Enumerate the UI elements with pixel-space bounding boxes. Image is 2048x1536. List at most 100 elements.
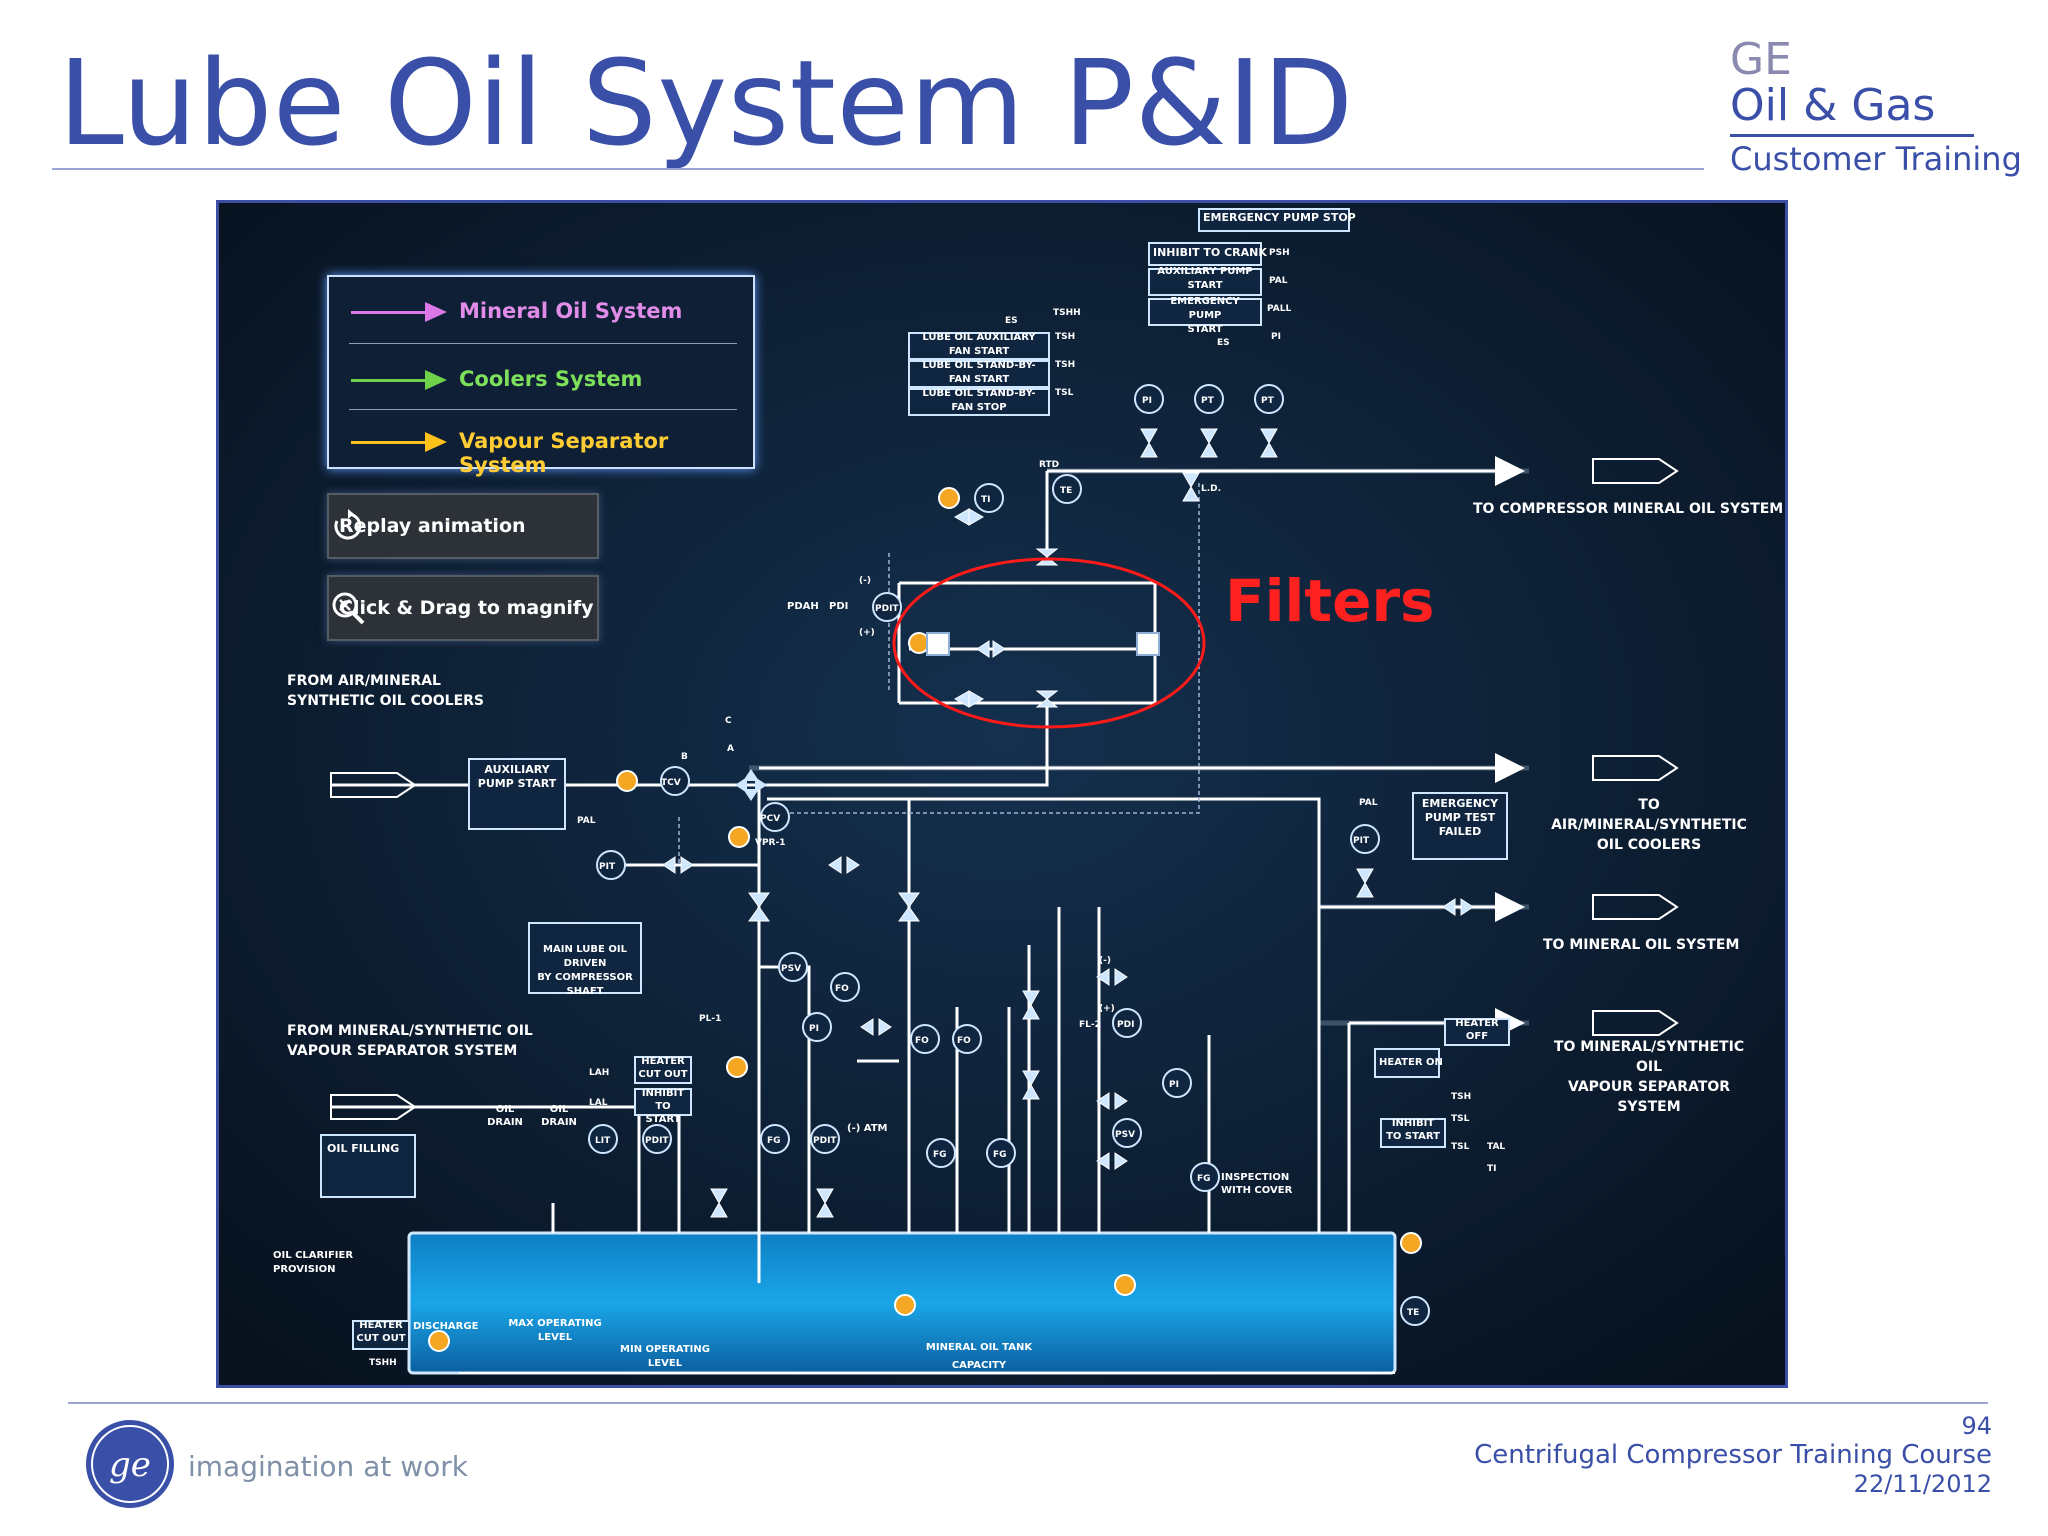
tag-pi-right: PI [1169,1080,1179,1090]
replay-animation-button[interactable]: Replay animation [327,493,599,559]
tag-pal-right: PAL [1359,798,1378,808]
label-from-vapour: FROM MINERAL/SYNTHETIC OIL VAPOUR SEPARA… [287,1023,533,1059]
tag-pl: PL-1 [699,1014,722,1024]
filters-annotation: Filters [1225,567,1435,635]
ge-logo-icon: ge [86,1420,174,1508]
tag-fo-1: FO [835,984,849,994]
atm-label: (-) ATM [847,1123,888,1134]
legend-item-coolers: Coolers System [351,361,731,401]
label-to-compressor: TO COMPRESSOR MINERAL OIL SYSTEM [1473,501,1784,517]
tag-tsh-fan: TSH [1055,332,1076,342]
arrow-icon [425,370,447,390]
title-divider [52,168,1704,170]
tag-psh: PSH [1269,248,1290,258]
heater-on: HEATER ON [1379,1057,1443,1068]
pid-diagram-panel[interactable]: Mineral Oil System Coolers System Vapour… [216,200,1788,1388]
tag-pdi-right: PDI [1117,1020,1135,1030]
slide-number: 94 [1961,1412,1992,1440]
tag-lal: LAL [589,1098,608,1108]
brand-divider [1730,134,1974,137]
tag-pal-left: PAL [577,816,596,826]
tag-ti-right: TI [1487,1164,1497,1174]
tag-ld: L.D. [1201,484,1222,494]
tag-tal: TAL [1487,1142,1506,1152]
tag-pit: PIT [599,862,616,872]
filter-left [926,632,950,656]
filters-highlight [892,557,1206,729]
tag-pi: PI [1142,396,1152,406]
oil-filling: OIL FILLING [327,1142,400,1155]
tag-fg-4: FG [1197,1174,1211,1184]
course-name: Centrifugal Compressor Training Course [1474,1440,1992,1470]
tag-neg-right: (-) [1099,956,1111,966]
label-to-coolers: TO AIR/MINERAL/SYNTHETIC OIL COOLERS [1551,797,1747,853]
tag-fg-3: FG [993,1150,1007,1160]
tag-pdah: PDAH [787,601,819,612]
legend-item-vapour: Vapour Separator System [351,423,731,477]
tag-te: TE [1060,486,1073,496]
tag-es-2: ES [1005,316,1018,326]
tag-tcv: TCV [661,778,681,788]
inhibit-to-crank: INHIBIT TO CRANK [1153,246,1267,259]
label-to-mineral: TO MINERAL OIL SYSTEM [1543,937,1740,953]
replay-icon [334,509,362,540]
legend-item-mineral: Mineral Oil System [351,293,731,333]
tag-tsl-2: TSL [1451,1142,1470,1152]
magnify-button[interactable]: Click & Drag to magnify [327,575,599,641]
tag-tshh: TSHH [1053,308,1081,318]
tag-pdit: PDIT [875,604,899,614]
tag-tshh-tank: TSHH [369,1358,397,1368]
tag-lit: LIT [595,1136,611,1146]
legend: Mineral Oil System Coolers System Vapour… [327,275,755,477]
tag-psv: PSV [781,964,802,974]
label-to-vapour: TO MINERAL/SYNTHETIC OIL VAPOUR SEPARATO… [1553,1039,1745,1115]
tag-vpr: VPR-1 [755,838,786,848]
fan-standby-stop: LUBE OIL STAND-BY-FAN STOP [922,388,1036,413]
tag-tsh-fan-2: TSH [1055,360,1076,370]
magnify-icon [332,592,365,625]
tag-pdit-center: PDIT [813,1136,837,1146]
tag-psv-right: PSV [1115,1130,1136,1140]
gauge-dots [428,487,1422,1352]
tag-c: C [725,716,732,726]
tag-a: A [727,744,734,754]
tag-tsl-fan: TSL [1055,388,1074,398]
tag-pdit-low: PDIT [645,1136,669,1146]
tag-pt-2: PT [1261,396,1274,406]
arrow-icon [425,432,447,452]
tag-te-tank: TE [1407,1308,1420,1318]
tag-fg-2: FG [933,1150,947,1160]
brand-ge: GE [1730,34,1792,85]
filter-right [1136,632,1160,656]
tag-b: B [681,752,688,762]
valves [662,428,1474,1218]
tag-tsh: TSH [1451,1092,1472,1102]
tag-pt-1: PT [1201,396,1214,406]
tag-pall: PALL [1267,304,1292,314]
svg-text:ge: ge [109,1445,151,1485]
tag-pos-filter: (+) [859,628,875,638]
tag-pos-right: (+) [1099,1004,1115,1014]
tag-fo-3: FO [957,1036,971,1046]
brand-customer-training: Customer Training [1730,140,2022,178]
tag-fl2: FL-2 [1079,1020,1101,1030]
tag-pdi: PDI [829,601,849,612]
label-from-coolers: FROM AIR/MINERAL SYNTHETIC OIL COOLERS [287,673,485,709]
tag-neg-filter: (-) [859,576,871,586]
tag-lah: LAH [589,1068,610,1078]
tag-pcv: PCV [760,814,781,824]
emergency-pump-stop: EMERGENCY PUMP STOP [1203,211,1356,224]
